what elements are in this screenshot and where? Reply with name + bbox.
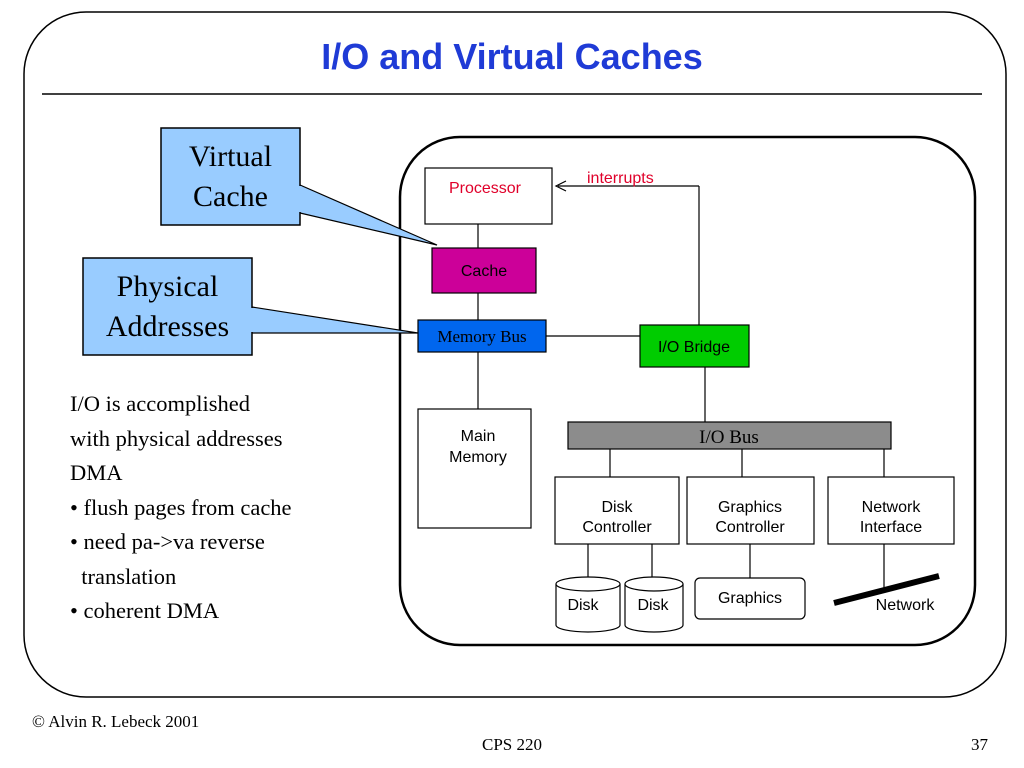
physical-addresses-line2: Addresses xyxy=(105,310,230,343)
graphics-device-box xyxy=(694,577,806,620)
interrupt-arrowhead xyxy=(554,180,567,192)
graphics-controller-label-line1: Graphics xyxy=(718,499,782,516)
io-bridge-box xyxy=(639,324,750,368)
disk-1-icon xyxy=(555,576,621,633)
io-bus-box xyxy=(567,421,892,450)
physical-addresses-callout-box xyxy=(82,257,253,356)
cache-label: Cache xyxy=(461,263,507,280)
footer-copyright: © Alvin R. Lebeck 2001 xyxy=(32,712,200,731)
network-interface-label-line1: Network xyxy=(862,499,922,516)
memory-bus-box xyxy=(417,319,547,353)
slide-title: I/O and Virtual Caches xyxy=(321,36,703,77)
main-memory-box xyxy=(417,408,532,529)
disk-2-label: Disk xyxy=(637,597,669,614)
virtual-cache-callout-box xyxy=(160,127,301,226)
physical-addresses-line1: Physical xyxy=(116,270,219,303)
network-interface-label-line2: Interface xyxy=(860,519,922,536)
processor-label: Processor xyxy=(449,180,522,197)
notes-line: with physical addresses xyxy=(70,425,283,451)
physical-addresses-callout-pointer xyxy=(251,306,419,334)
notes-line: I/O is accomplished xyxy=(70,391,250,416)
network-cable-icon xyxy=(833,573,940,606)
notes-line: DMA xyxy=(70,460,123,485)
io-bus-label: I/O Bus xyxy=(699,427,759,448)
interrupts-label: interrupts xyxy=(587,170,654,187)
graphics-controller-box xyxy=(686,476,815,545)
cache-box xyxy=(431,247,537,294)
processor-box xyxy=(424,167,553,225)
notes-line: • flush pages from cache xyxy=(70,494,292,520)
disk-controller-label-line1: Disk xyxy=(601,499,633,516)
network-interface-box xyxy=(827,476,955,545)
footer-course: CPS 220 xyxy=(482,735,542,754)
disk-2-icon xyxy=(624,576,684,633)
network-label: Network xyxy=(876,597,936,614)
physical-addresses-callout-text: Physical Addresses xyxy=(83,267,252,347)
notes-line: translation xyxy=(70,563,177,589)
virtual-cache-callout-pointer xyxy=(299,184,438,246)
graphics-controller-label-line2: Controller xyxy=(715,519,785,536)
system-boundary xyxy=(398,135,977,647)
disk-1-label: Disk xyxy=(567,597,599,614)
virtual-cache-line2: Cache xyxy=(193,180,268,213)
io-bridge-label: I/O Bridge xyxy=(658,339,730,356)
graphics-device-label: Graphics xyxy=(718,590,782,607)
disk-controller-label-line2: Controller xyxy=(582,519,652,536)
memory-bus-label: Memory Bus xyxy=(437,327,526,346)
notes-line: • need pa->va reverse xyxy=(70,529,265,554)
virtual-cache-callout-text: Virtual Cache xyxy=(161,137,300,217)
virtual-cache-line1: Virtual xyxy=(188,140,273,173)
page-number: 37 xyxy=(971,735,988,754)
main-memory-label-line1: Main xyxy=(461,428,496,445)
notes-list: I/O is accomplished with physical addres… xyxy=(70,387,292,629)
main-memory-label-line2: Memory xyxy=(449,449,507,466)
slide-frame xyxy=(23,11,1007,698)
disk-controller-box xyxy=(554,476,680,545)
notes-line: • coherent DMA xyxy=(70,598,220,623)
